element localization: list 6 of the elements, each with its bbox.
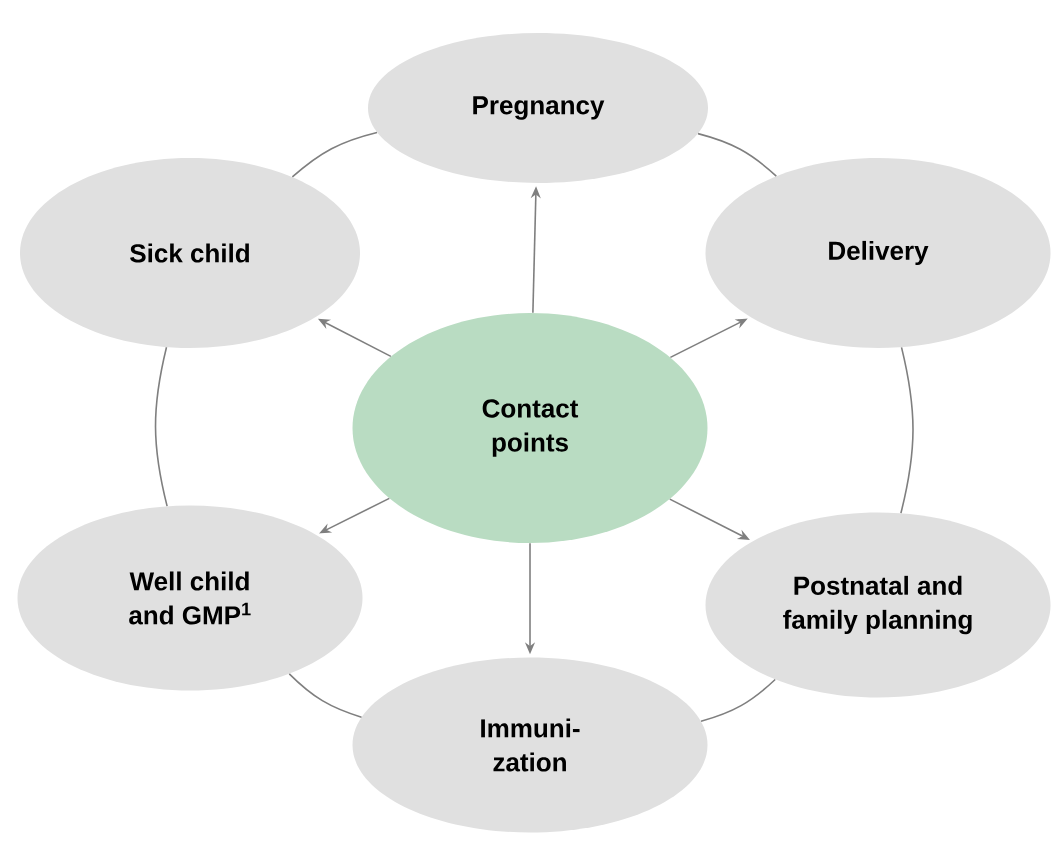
connecting-arc xyxy=(154,346,168,507)
connecting-arc xyxy=(700,678,776,723)
connecting-arc xyxy=(900,346,914,514)
connecting-arc xyxy=(697,132,778,177)
connecting-arc xyxy=(291,131,378,178)
connecting-arc xyxy=(288,673,363,718)
